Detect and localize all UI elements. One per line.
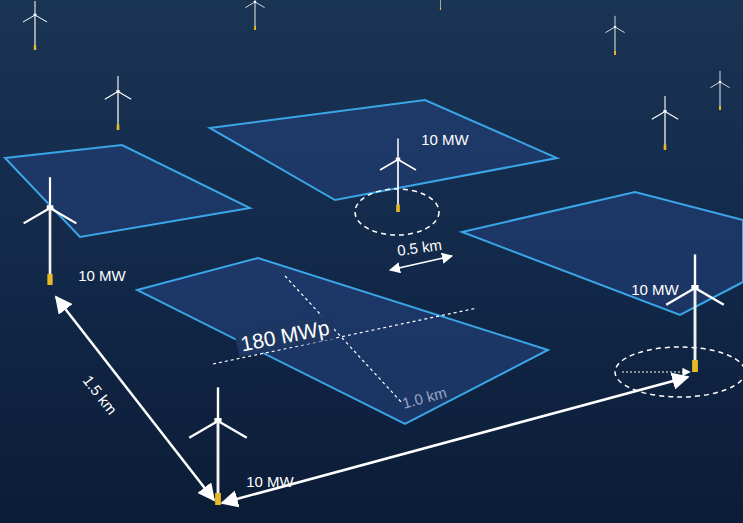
power-label: 10 MW: [246, 474, 294, 491]
panel-outline: [135, 254, 551, 426]
power-label: 10 MW: [421, 132, 469, 149]
solar-panel-area: 180 MWp: [135, 254, 551, 426]
power-label: 10 MW: [78, 268, 126, 285]
power-label: 10 MW: [631, 282, 679, 299]
